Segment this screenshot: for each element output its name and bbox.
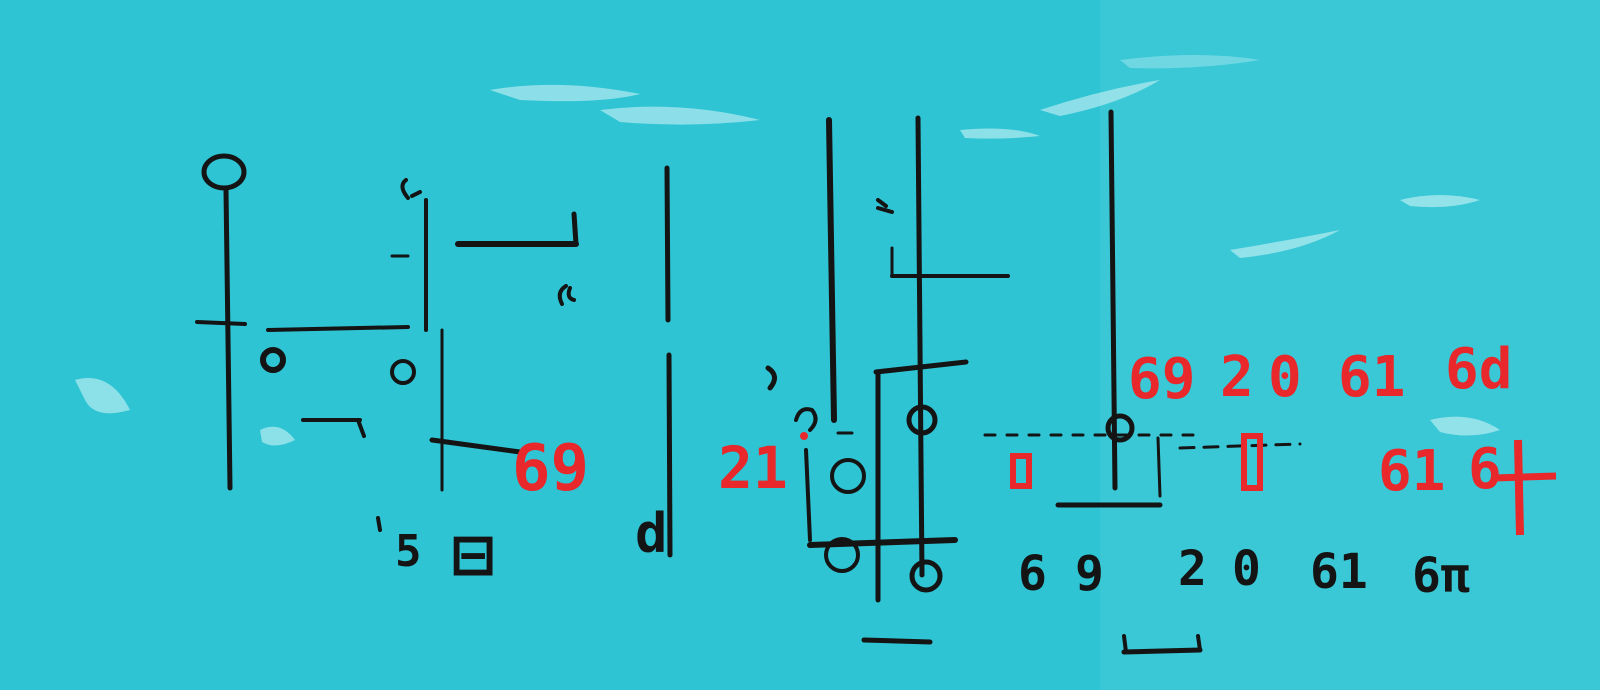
red-mark-21: 21 [718, 434, 788, 502]
red-mark-6: 6 [1468, 437, 1502, 502]
red-mark-6d: 6d [1445, 337, 1512, 402]
black-mark-2: 2 [1178, 541, 1207, 597]
red-mark-2: 2 [1220, 345, 1254, 410]
black-mark-6: 6 [1018, 546, 1047, 602]
black-ink-strokes [195, 109, 1302, 655]
red-dot [800, 432, 808, 440]
red-cross-horizontal [1493, 472, 1557, 482]
black-mark-5: 5 [395, 526, 422, 577]
red-mark-69: 69 [512, 432, 589, 506]
red-mark-box [1010, 453, 1032, 489]
red-cross-vertical [1514, 439, 1524, 536]
black-mark-d: d [635, 502, 668, 565]
black-mark-0: 0 [1232, 541, 1261, 597]
black-glyph-marks: 5 ⊟ d 6 9 2 0 61 6π [395, 502, 1470, 604]
red-mark-69-right: 69 [1128, 347, 1195, 412]
red-mark-0: 0 [1268, 345, 1302, 410]
black-mark-e: ⊟ [452, 513, 494, 595]
white-brush-strokes [75, 55, 1500, 446]
red-mark-tall-box [1241, 433, 1263, 491]
red-mark-61: 61 [1338, 345, 1405, 410]
black-mark-6pi: 6π [1412, 548, 1470, 604]
black-mark-9: 9 [1075, 546, 1104, 602]
black-mark-61: 61 [1310, 544, 1368, 600]
red-glyph-marks: 69 21 69 2 0 61 6d 61 6 [512, 337, 1557, 536]
red-mark-61-lower: 61 [1378, 439, 1445, 504]
